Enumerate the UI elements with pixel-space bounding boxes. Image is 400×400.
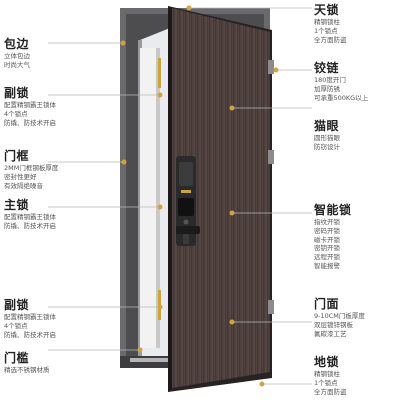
label-menkan: 门槛 精选不锈钢材质 bbox=[4, 352, 50, 375]
marker-dot-tiansuo bbox=[186, 5, 192, 11]
marker-dot-zhinengsuo bbox=[229, 210, 235, 216]
marker-dot-disuo bbox=[259, 381, 265, 387]
marker-dot-menkuang bbox=[121, 159, 127, 165]
label-desc-line: 全方面防盗 bbox=[314, 35, 347, 44]
label-zhusuo: 主锁 配置精钢霸王锁体 防撬、防技术开启 bbox=[4, 199, 56, 231]
marker-dot-jiaolian bbox=[273, 67, 279, 73]
label-desc-line: 有效隔绝噪音 bbox=[4, 181, 43, 190]
label-jiaolian: 铰链 180度开门 加厚防锈 可承重500KG以上 bbox=[314, 62, 368, 102]
label-maoyan: 猫眼 圆形猫眼 防窃设计 bbox=[314, 120, 340, 152]
label-fusuo-top: 副锁 配置精钢霸王锁体 4个锁点 防撬、防技术开启 bbox=[4, 87, 56, 127]
label-desc-line: 可承重500KG以上 bbox=[314, 93, 369, 102]
label-desc-line: 1个锁点 bbox=[314, 378, 338, 387]
label-desc-line: 防撬、防技术开启 bbox=[4, 221, 56, 230]
label-desc-line: 9-10CM门板厚度 bbox=[314, 312, 365, 320]
label-title: 门面 bbox=[314, 297, 340, 311]
label-desc-line: 磁卡开锁 bbox=[314, 235, 340, 244]
label-desc-line: 2MM门框钢板厚度 bbox=[4, 164, 59, 172]
label-zhinengsuo: 智能锁 指纹开锁 密码开锁 磁卡开锁 密钥开锁 远程开锁 智能报警 bbox=[314, 204, 352, 271]
label-disuo: 地锁 精钢锁柱 1个锁点 全方面防盗 bbox=[314, 356, 347, 396]
label-desc-line: 防撬、防技术开启 bbox=[4, 118, 56, 127]
label-desc-line: 立体包边 bbox=[4, 52, 30, 60]
label-desc-line: 4个锁点 bbox=[4, 321, 28, 330]
label-desc-line: 加厚防锈 bbox=[314, 84, 340, 93]
label-desc-line: 精选不锈钢材质 bbox=[4, 366, 50, 374]
label-desc-line: 双层镀锌钢板 bbox=[314, 320, 353, 329]
label-desc-line: 圆形猫眼 bbox=[314, 134, 340, 142]
label-desc-line: 远程开锁 bbox=[314, 253, 340, 262]
leader-lines bbox=[48, 7, 312, 385]
label-desc-line: 密封性更好 bbox=[4, 172, 37, 181]
label-desc-line: 配置精钢霸王锁体 bbox=[4, 313, 56, 321]
label-title: 副锁 bbox=[4, 298, 30, 312]
marker-dot-menkan bbox=[137, 347, 143, 353]
label-desc-line: 180度开门 bbox=[314, 76, 346, 84]
label-tiansuo: 天锁 精钢锁柱 1个锁点 全方面防盗 bbox=[314, 4, 347, 44]
label-title: 地锁 bbox=[314, 355, 340, 369]
label-title: 铰链 bbox=[314, 61, 340, 75]
label-desc-line: 密钥开锁 bbox=[314, 244, 340, 253]
label-title: 猫眼 bbox=[314, 119, 340, 133]
label-fusuo-bottom: 副锁 配置精钢霸王锁体 4个锁点 防撬、防技术开启 bbox=[4, 299, 56, 339]
label-desc-line: 1个锁点 bbox=[314, 26, 338, 35]
label-title: 副锁 bbox=[4, 86, 30, 100]
label-desc-line: 密码开锁 bbox=[314, 226, 340, 235]
marker-dot-fusuo-bottom bbox=[157, 304, 163, 310]
hinge-group bbox=[268, 60, 274, 314]
smart-lock-panel bbox=[176, 156, 200, 246]
label-title: 主锁 bbox=[4, 198, 30, 212]
label-desc-line: 全方面防盗 bbox=[314, 387, 347, 396]
label-desc-line: 配置精钢霸王锁体 bbox=[4, 101, 56, 109]
label-desc-line: 氟碳漆工艺 bbox=[314, 329, 347, 338]
marker-dot-zhusuo bbox=[157, 204, 163, 210]
marker-dot-baobian bbox=[120, 40, 126, 46]
label-desc-line: 时尚大气 bbox=[4, 60, 30, 69]
door-leaf bbox=[168, 6, 272, 392]
marker-dot-menmian bbox=[229, 319, 235, 325]
label-desc-line: 指纹开锁 bbox=[314, 218, 340, 226]
label-desc-line: 精钢锁柱 bbox=[314, 370, 340, 378]
label-desc-line: 防窃设计 bbox=[314, 142, 340, 151]
label-desc-line: 防撬、防技术开启 bbox=[4, 330, 56, 339]
marker-dot-maoyan bbox=[229, 105, 235, 111]
label-title: 天锁 bbox=[314, 3, 340, 17]
label-baobian: 包边 立体包边 时尚大气 bbox=[4, 38, 30, 70]
label-desc-line: 智能报警 bbox=[314, 261, 340, 270]
marker-dot-fusuo-top bbox=[157, 92, 163, 98]
label-desc-line: 精钢锁柱 bbox=[314, 18, 340, 26]
label-title: 门槛 bbox=[4, 351, 30, 365]
label-menkuang: 门框 2MM门框钢板厚度 密封性更好 有效隔绝噪音 bbox=[4, 150, 58, 190]
label-title: 智能锁 bbox=[314, 203, 352, 217]
label-desc-line: 配置精钢霸王锁体 bbox=[4, 213, 56, 221]
label-title: 门框 bbox=[4, 149, 30, 163]
label-menmian: 门面 9-10CM门板厚度 双层镀锌钢板 氟碳漆工艺 bbox=[314, 298, 365, 338]
label-desc-line: 4个锁点 bbox=[4, 109, 28, 118]
label-title: 包边 bbox=[4, 37, 30, 51]
